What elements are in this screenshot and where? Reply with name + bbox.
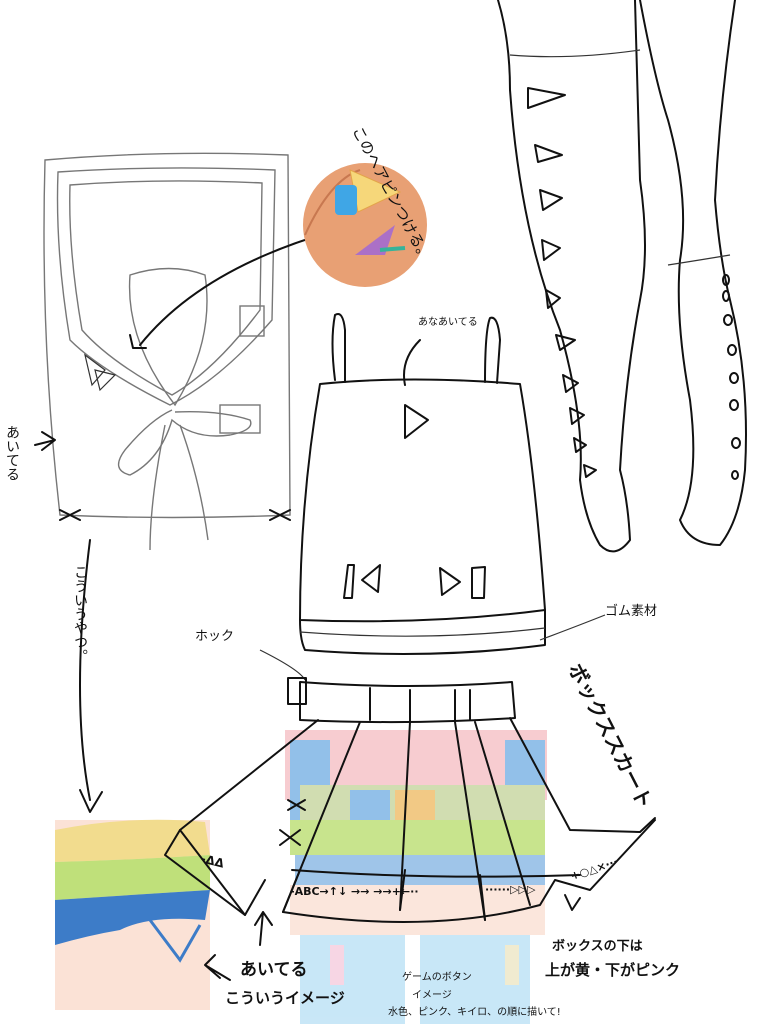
game-button-note-2: イメージ (412, 990, 452, 1001)
rubber-note: ゴム素材 (605, 603, 657, 619)
hairpin-reference-image (303, 163, 427, 287)
hole-note: あなあいてる (418, 316, 478, 328)
hook-note: ホック (195, 629, 234, 644)
open-image-note-1: あいてる (240, 960, 308, 980)
arrow-icon (34, 431, 56, 451)
open-side-reference-image (55, 819, 210, 1010)
skirt-band-text-right: ······▷▷▷ (485, 883, 536, 896)
skirt-band-text-center: -ABC→↑↓ →→ →→+←·· (290, 885, 419, 898)
box-under-note-1: ボックスの下は (552, 938, 643, 954)
skirt-band-symbols-left: -ΔΔ (199, 851, 226, 870)
this-kind-note: こういうやつ。 (72, 565, 88, 663)
game-button-note-1: ゲームのボタン (402, 971, 472, 983)
game-button-note-3: 水色、ピンク、キイロ、の順に描いて! (388, 1005, 561, 1018)
box-skirt-sketch (79, 539, 656, 981)
tights-sketch (497, 0, 747, 553)
open-image-note-2: こういうイメージ (225, 989, 345, 1007)
sailor-collar-sketch (43, 152, 331, 551)
camisole-sketch (259, 313, 606, 681)
dot-pattern (722, 274, 741, 480)
triangle-pattern (527, 87, 597, 478)
box-under-note-2: 上が黄・下がピンク (545, 961, 680, 979)
open-side-note: あいてる (4, 425, 20, 481)
skirt-band-text-far-right: +○△×··· (569, 855, 620, 883)
box-skirt-note: ボックススカート (564, 659, 658, 812)
skirt-reference-image (285, 730, 547, 1024)
